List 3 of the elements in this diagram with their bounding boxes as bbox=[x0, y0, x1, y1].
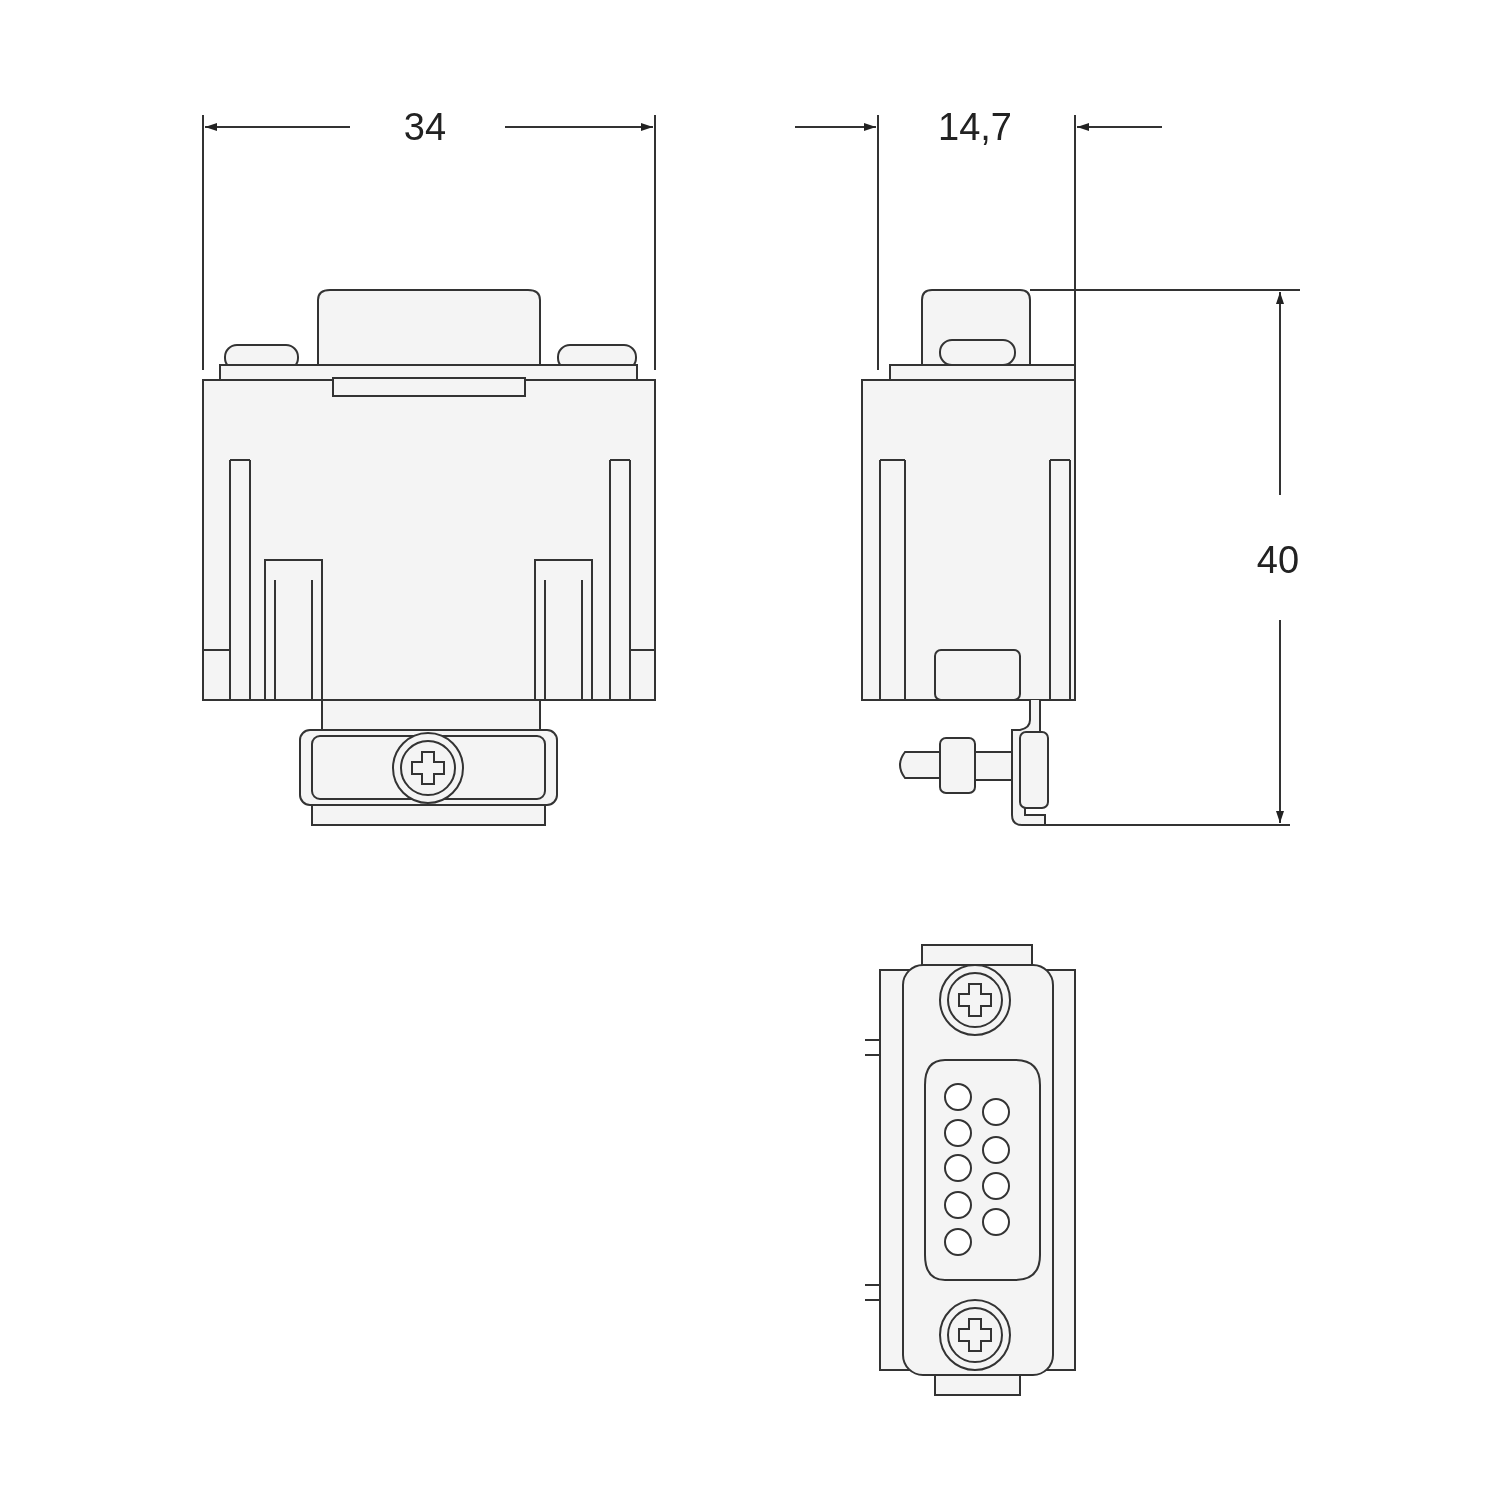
dimension-value: 14,7 bbox=[938, 108, 1012, 146]
dimension-value: 34 bbox=[403, 108, 447, 146]
dimension-value: 40 bbox=[1256, 541, 1300, 579]
